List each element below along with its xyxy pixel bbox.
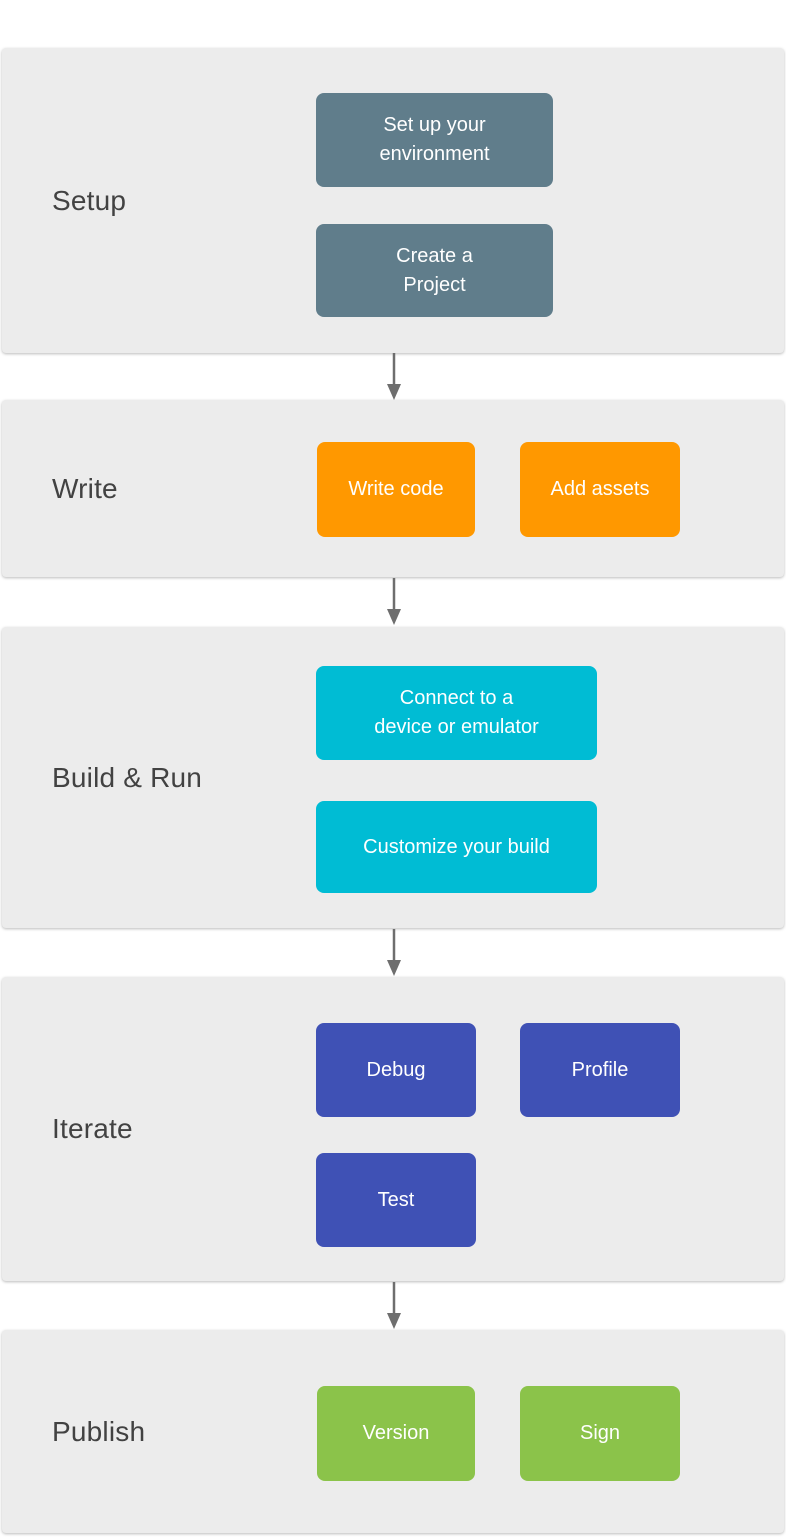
section-label-publish: Publish: [52, 1415, 146, 1447]
section-setup: Setup Set up your environment Create a P…: [2, 48, 784, 353]
node-add-assets[interactable]: Add assets: [520, 442, 680, 537]
node-set-up-your-environment[interactable]: Set up your environment: [316, 93, 553, 187]
section-label-setup: Setup: [52, 184, 127, 216]
node-customize-your-build[interactable]: Customize your build: [316, 801, 597, 893]
section-label-write: Write: [52, 472, 118, 504]
section-label-build-and-run: Build & Run: [52, 761, 203, 793]
section-publish: Publish Version Sign: [2, 1330, 784, 1533]
node-connect-to-device-or-emulator[interactable]: Connect to a device or emulator: [316, 666, 597, 760]
flow-arrow-down-2: [386, 578, 402, 625]
section-label-iterate: Iterate: [52, 1113, 133, 1144]
node-create-a-project[interactable]: Create a Project: [316, 224, 553, 317]
node-sign[interactable]: Sign: [520, 1386, 680, 1481]
node-test[interactable]: Test: [316, 1153, 476, 1247]
node-version[interactable]: Version: [317, 1386, 475, 1481]
node-profile[interactable]: Profile: [520, 1023, 680, 1117]
section-write: Write Write code Add assets: [2, 400, 784, 577]
flow-arrow-down-3: [386, 929, 402, 976]
node-debug[interactable]: Debug: [316, 1023, 476, 1117]
section-iterate: Iterate Debug Profile Test: [2, 977, 784, 1281]
node-write-code[interactable]: Write code: [317, 442, 475, 537]
section-build-and-run: Build & Run Connect to a device or emula…: [2, 627, 784, 928]
flow-arrow-down-4: [386, 1282, 402, 1329]
flow-arrow-down-1: [386, 353, 402, 400]
